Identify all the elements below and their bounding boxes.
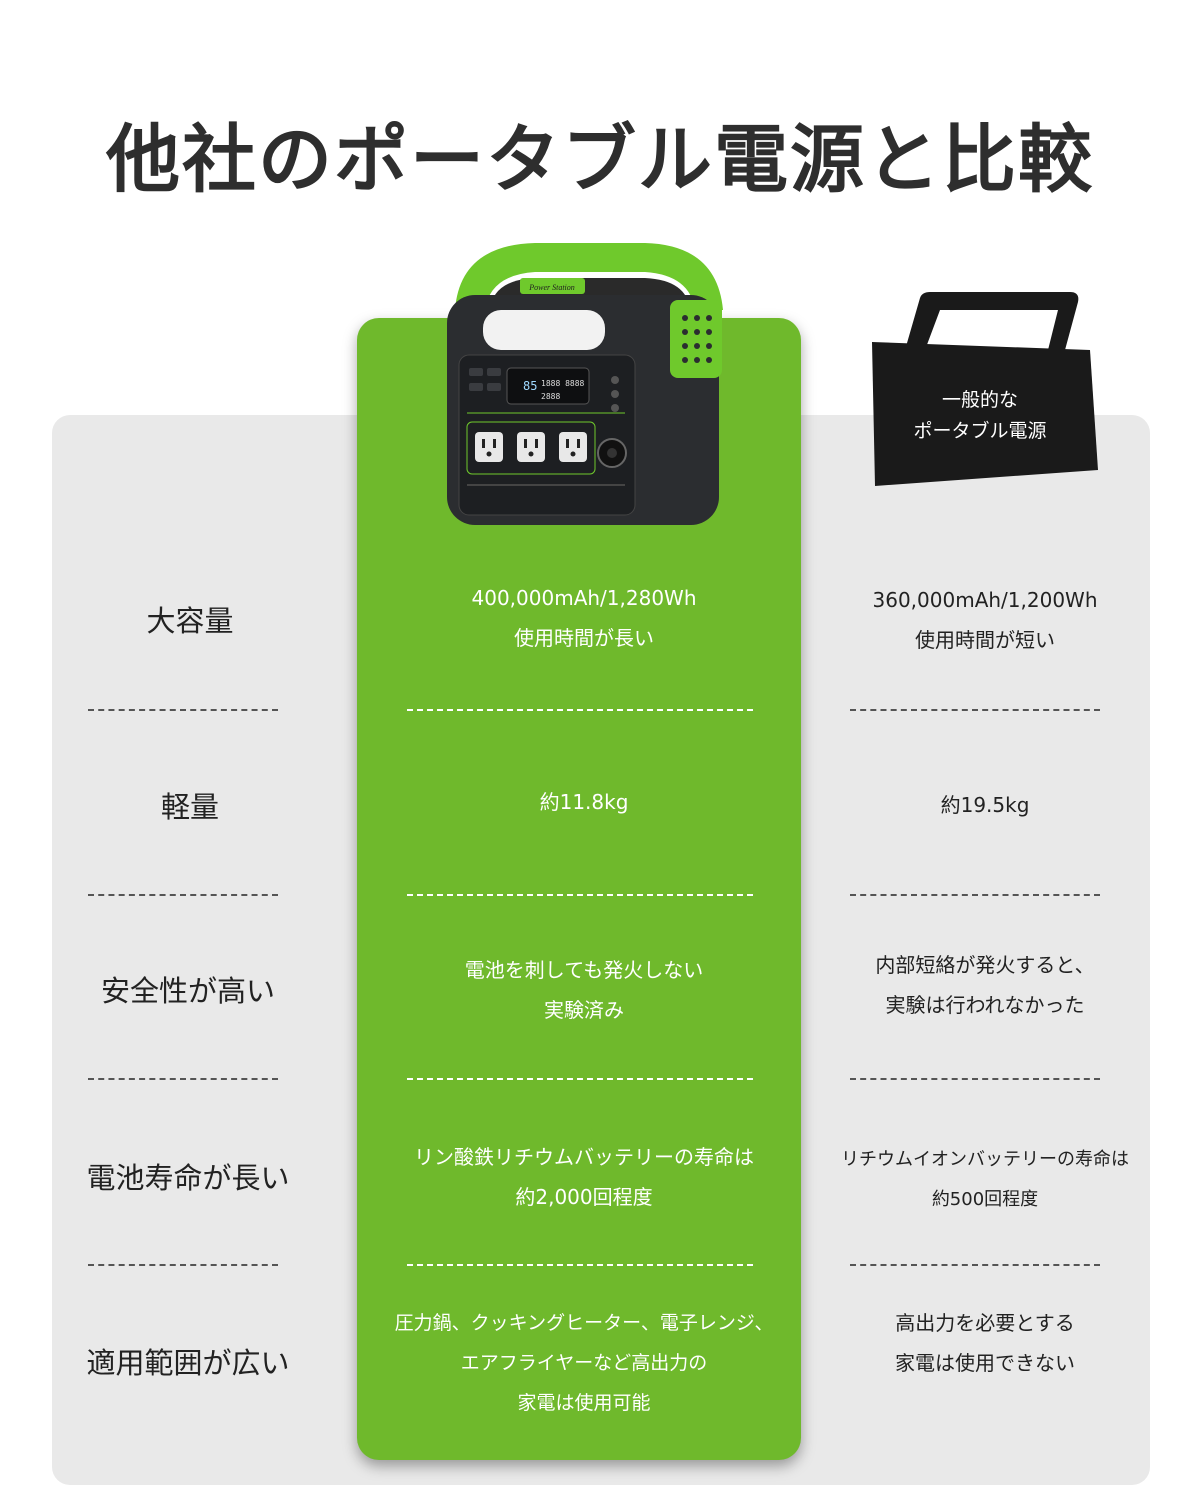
ours-safety: 電池を刺しても発火しない 実験済み bbox=[362, 950, 806, 1030]
ours-battery-life-line2: 約2,000回程度 bbox=[515, 1185, 653, 1209]
others-applications-line2: 家電は使用できない bbox=[895, 1351, 1075, 1375]
ours-safety-line1: 電池を刺しても発火しない bbox=[464, 958, 704, 982]
others-applications-line1: 高出力を必要とする bbox=[895, 1311, 1075, 1335]
row-label-capacity: 大容量 bbox=[146, 604, 234, 638]
row-separator bbox=[88, 1264, 278, 1266]
ours-safety-line2: 実験済み bbox=[544, 998, 624, 1022]
generic-label: 一般的な ポータブル電源 bbox=[880, 385, 1080, 447]
row-separator bbox=[88, 1078, 278, 1080]
ours-applications-line2: エアフライヤーなど高出力の bbox=[460, 1352, 708, 1374]
row-separator bbox=[407, 1264, 753, 1266]
row-separator bbox=[850, 1264, 1100, 1266]
row-separator bbox=[850, 894, 1100, 896]
others-battery-life-line1: リチウムイオンバッテリーの寿命は bbox=[841, 1149, 1129, 1170]
row-separator bbox=[88, 709, 278, 711]
row-separator bbox=[850, 709, 1100, 711]
power-station-image: Power Station 85 1888 8888 2888 bbox=[447, 243, 723, 525]
svg-text:85: 85 bbox=[523, 379, 537, 393]
row-label-weight: 軽量 bbox=[160, 790, 219, 824]
product-logo: Power Station bbox=[528, 283, 575, 292]
ours-capacity-line2: 使用時間が長い bbox=[514, 626, 654, 650]
generic-label-line2: ポータブル電源 bbox=[913, 420, 1047, 442]
others-battery-life-line2: 約500回程度 bbox=[931, 1189, 1039, 1210]
row-label-safety: 安全性が高い bbox=[100, 974, 275, 1008]
generic-label-line1: 一般的な bbox=[941, 389, 1018, 411]
others-safety-line2: 実験は行われなかった bbox=[885, 993, 1085, 1017]
ours-weight-line1: 約11.8kg bbox=[539, 790, 629, 814]
ours-weight: 約11.8kg bbox=[362, 782, 806, 822]
others-weight: 約19.5kg bbox=[815, 785, 1155, 825]
others-weight-line1: 約19.5kg bbox=[940, 793, 1030, 817]
ours-capacity: 400,000mAh/1,280Wh 使用時間が長い bbox=[362, 578, 806, 658]
svg-text:2888: 2888 bbox=[541, 392, 560, 401]
ours-capacity-line1: 400,000mAh/1,280Wh bbox=[471, 586, 697, 610]
others-battery-life: リチウムイオンバッテリーの寿命は 約500回程度 bbox=[815, 1140, 1155, 1220]
others-capacity-line2: 使用時間が短い bbox=[915, 628, 1055, 652]
ours-applications-line1: 圧力鍋、クッキングヒーター、電子レンジ、 bbox=[394, 1312, 774, 1334]
row-separator bbox=[407, 894, 753, 896]
row-separator bbox=[407, 1078, 753, 1080]
ours-applications: 圧力鍋、クッキングヒーター、電子レンジ、 エアフライヤーなど高出力の 家電は使用… bbox=[362, 1303, 806, 1423]
ours-battery-life-line1: リン酸鉄リチウムバッテリーの寿命は bbox=[414, 1145, 754, 1169]
others-safety: 内部短絡が発火すると、 実験は行われなかった bbox=[815, 945, 1155, 1025]
ours-battery-life: リン酸鉄リチウムバッテリーの寿命は 約2,000回程度 bbox=[362, 1137, 806, 1217]
svg-text:1888 8888: 1888 8888 bbox=[541, 379, 585, 388]
others-applications: 高出力を必要とする 家電は使用できない bbox=[815, 1303, 1155, 1383]
page-title: 他社のポータブル電源と比較 bbox=[106, 117, 1094, 203]
ours-applications-line3: 家電は使用可能 bbox=[517, 1392, 651, 1414]
row-label-battery-life: 電池寿命が長い bbox=[86, 1161, 290, 1195]
others-capacity: 360,000mAh/1,200Wh 使用時間が短い bbox=[815, 580, 1155, 660]
others-safety-line1: 内部短絡が発火すると、 bbox=[875, 953, 1095, 977]
row-separator bbox=[407, 709, 753, 711]
generic-power-bag-icon bbox=[872, 292, 1098, 486]
others-capacity-line1: 360,000mAh/1,200Wh bbox=[872, 588, 1098, 612]
row-separator bbox=[88, 894, 278, 896]
row-separator bbox=[850, 1078, 1100, 1080]
row-label-applications: 適用範囲が広い bbox=[86, 1346, 290, 1380]
